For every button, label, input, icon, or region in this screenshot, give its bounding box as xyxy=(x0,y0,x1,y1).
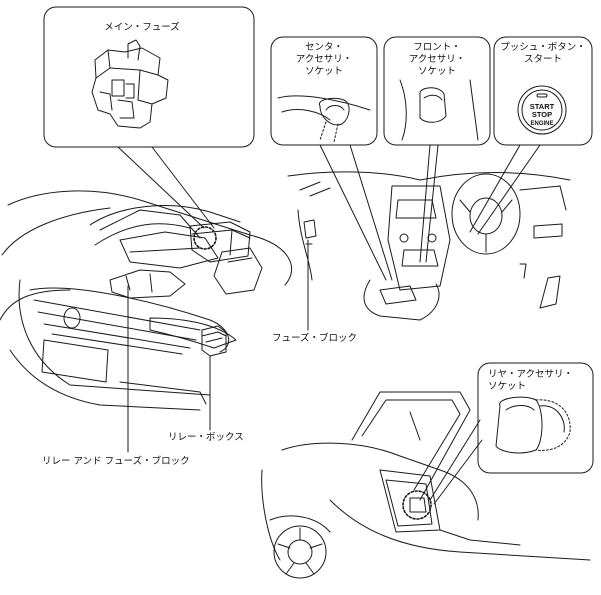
start-button-text-2: STOP xyxy=(532,110,552,119)
front-socket-leader xyxy=(419,144,439,263)
main-fuse-illustration xyxy=(91,39,169,129)
front-socket-illustration xyxy=(399,79,479,141)
center-socket-label: センタ・ アクセサリ・ ソケット xyxy=(295,42,353,77)
main-fuse-leader xyxy=(117,146,215,229)
front-socket-label: フロント・ アクセサリ・ ソケット xyxy=(408,42,466,77)
rear-socket-leader xyxy=(429,419,483,505)
center-socket-leader xyxy=(319,144,393,281)
start-button-indicator xyxy=(536,93,548,98)
interior-illustration xyxy=(287,171,571,321)
front-socket-callout-box xyxy=(383,36,491,146)
engine-bay-illustration xyxy=(0,190,293,453)
main-fuse-label: メイン・フューズ xyxy=(104,22,180,33)
start-button-inner xyxy=(521,89,563,131)
start-button-outer xyxy=(517,85,567,135)
rear-socket-illustration xyxy=(495,396,571,454)
relay-and-fuse-block-label: リレー アンド フューズ・ブロック xyxy=(42,456,190,467)
relay-box-part xyxy=(201,325,227,357)
relay-box-label: リレー・ボックス xyxy=(168,432,244,443)
rear-socket-label: リヤ・アクセサリ・ ソケット xyxy=(488,369,574,392)
start-button-text-3: ENGINE xyxy=(530,121,553,127)
center-socket-illustration xyxy=(277,95,371,143)
push-button-start-callout-box xyxy=(493,36,593,146)
rear-socket-callout-box xyxy=(477,362,594,474)
push-button-start-label: プッシュ・ボタン・ スタート xyxy=(500,42,586,65)
rear-socket-dotted-circle xyxy=(402,490,432,520)
push-start-leader xyxy=(469,144,541,235)
rear-car-illustration xyxy=(261,391,591,579)
fuse-block-part xyxy=(303,219,317,239)
main-fuse-callout-box xyxy=(43,6,255,148)
main-fuse-dotted-circle xyxy=(193,226,217,250)
start-button-text-1: START xyxy=(530,102,555,111)
center-socket-callout-box xyxy=(270,36,378,146)
fuse-block-label: フューズ・ブロック xyxy=(272,333,358,344)
